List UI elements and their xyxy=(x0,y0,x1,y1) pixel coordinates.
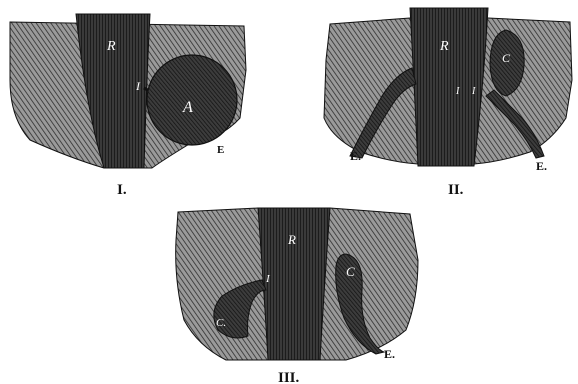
figure-3: R I C. C E. III. xyxy=(176,208,418,384)
figure-2-internal-opening-right-label: I xyxy=(471,86,476,97)
figure-2-internal-opening-left-label: I xyxy=(455,86,460,97)
figure-1-external-opening-label: E xyxy=(217,144,224,156)
figure-2-rectum xyxy=(410,8,488,166)
figure-1-rectum-label: R xyxy=(106,39,116,54)
figure-2-caption: II. xyxy=(448,182,464,198)
figure-2-cavity-label: C xyxy=(502,51,511,65)
figure-1: R I A E I. xyxy=(10,14,246,198)
figure-2-external-opening-right-label: E. xyxy=(536,159,547,173)
figure-3-caption: III. xyxy=(278,370,300,384)
figure-1-abscess-label: A xyxy=(182,99,193,116)
figure-2-rectum-label: R xyxy=(439,39,449,54)
figure-3-external-opening-label: E. xyxy=(384,347,395,361)
figure-3-rectum-label: R xyxy=(287,232,296,247)
figure-2: R C I I E. E. II. xyxy=(324,8,572,198)
figure-2-external-opening-left-label: E. xyxy=(350,149,361,163)
figure-3-left-cavity-label: C. xyxy=(216,317,226,329)
figure-3-right-cavity-label: C xyxy=(346,264,355,279)
figure-1-caption: I. xyxy=(117,182,127,198)
